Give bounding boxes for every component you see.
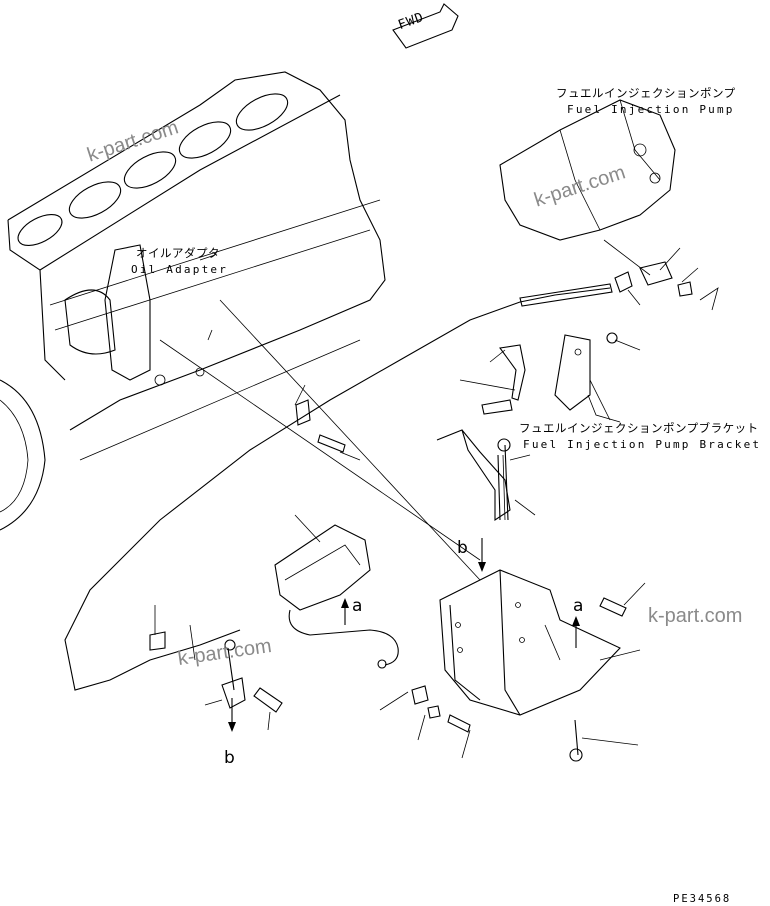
fuel-pump-label-en: Fuel Injection Pump bbox=[567, 103, 735, 116]
fasteners bbox=[149, 399, 627, 762]
sensor-mount-bracket bbox=[436, 429, 621, 716]
oil-adapter-label-jp: オイルアダプタ bbox=[136, 246, 220, 260]
drawing-code: PE34568 bbox=[673, 893, 732, 905]
view-arrows bbox=[159, 299, 580, 732]
pump-bracket-label-jp: フュエルインジェクションポンプブラケット bbox=[519, 421, 759, 435]
throttle-cable bbox=[64, 239, 719, 691]
watermark: k-part.com bbox=[648, 605, 743, 627]
pump-bracket bbox=[481, 332, 618, 421]
sensor-box bbox=[274, 524, 399, 669]
fuel-pump-label-jp: フュエルインジェクションポンプ bbox=[556, 86, 736, 100]
fwd-arrow-icon bbox=[392, 3, 459, 49]
fuel-injection-pump bbox=[499, 99, 676, 241]
view-label-a-right: a bbox=[573, 596, 584, 616]
view-label-b-top: b bbox=[457, 538, 468, 558]
view-label-b-bottom: b bbox=[224, 748, 235, 768]
leader-lines bbox=[154, 247, 699, 759]
pump-bracket-label-en: Fuel Injection Pump Bracket bbox=[523, 438, 762, 451]
view-label-a-left: a bbox=[352, 596, 363, 616]
engine-block bbox=[0, 71, 386, 531]
oil-adapter-label-en: Oil Adapter bbox=[131, 263, 229, 276]
